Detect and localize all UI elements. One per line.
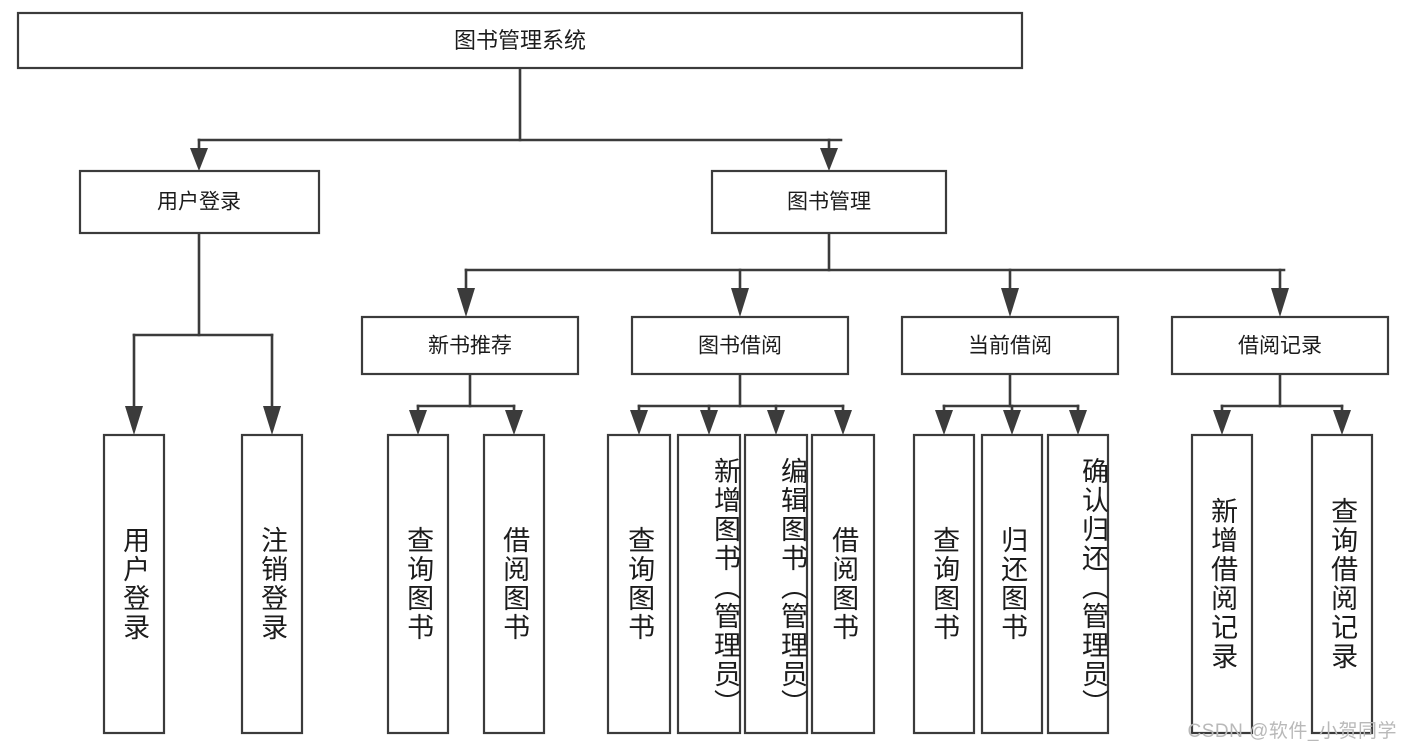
arrowhead-to-book-mgmt — [820, 148, 838, 171]
arrowhead-to-leaf-edit-book — [767, 410, 785, 435]
arrowhead-to-leaf-borrow-book-a — [505, 410, 523, 435]
arrowhead-to-leaf-query-record — [1333, 410, 1351, 435]
leaf-box-query-book-c[interactable] — [912, 433, 976, 735]
node-root-label: 图书管理系统 — [454, 28, 586, 53]
arrowhead-to-leaf-query-book-b — [630, 410, 648, 435]
node-user-login-box[interactable] — [78, 169, 321, 235]
leaf-box-borrow-book-b[interactable] — [810, 433, 876, 735]
arrowhead-to-leaf-return-book — [1003, 410, 1021, 435]
leaf-box-confirm-return[interactable] — [1046, 433, 1110, 735]
node-book-borrow-box[interactable] — [630, 315, 850, 376]
arrowhead-to-book-borrow — [731, 288, 749, 317]
node-current-borrow-label: 当前借阅 — [968, 335, 1052, 358]
node-current-borrow[interactable]: 当前借阅 — [900, 315, 1120, 376]
leaf-box-return-book[interactable] — [980, 433, 1044, 735]
connector-group-user-login — [125, 231, 281, 435]
node-book-management-box[interactable] — [710, 169, 948, 235]
node-root[interactable]: 图书管理系统 — [16, 11, 1024, 70]
arrowhead-to-borrow-record — [1271, 288, 1289, 317]
leaf-box-borrow-book-a[interactable] — [482, 433, 546, 735]
node-user-login[interactable]: 用户登录 — [78, 169, 321, 235]
node-borrow-record[interactable]: 借阅记录 — [1170, 315, 1390, 376]
arrowhead-to-leaf-query-book-a — [409, 410, 427, 435]
node-book-management[interactable]: 图书管理 — [710, 169, 948, 235]
node-new-book-recommend-label: 新书推荐 — [428, 335, 512, 358]
arrowhead-to-leaf-user-login — [125, 406, 143, 435]
leaf-box-query-record[interactable] — [1310, 433, 1374, 735]
arrowhead-to-new-books — [457, 288, 475, 317]
leaf-box-user-login[interactable] — [102, 433, 166, 735]
leaf-box-query-book-a[interactable] — [386, 433, 450, 735]
arrowhead-to-leaf-add-record — [1213, 410, 1231, 435]
connector-group-borrow-record — [1213, 372, 1351, 435]
node-root-box[interactable] — [16, 11, 1024, 70]
node-book-management-label: 图书管理 — [787, 191, 871, 214]
node-new-book-recommend[interactable]: 新书推荐 — [360, 315, 580, 376]
leaf-box-add-record[interactable] — [1190, 433, 1254, 735]
connector-group-book-borrow — [630, 372, 852, 435]
arrowhead-to-current-borrow — [1001, 288, 1019, 317]
connector-group-new-books — [409, 372, 523, 435]
leaf-box-logout[interactable] — [240, 433, 304, 735]
arrowhead-to-leaf-query-book-c — [935, 410, 953, 435]
leaf-box-edit-book[interactable] — [743, 433, 809, 735]
arrowhead-to-leaf-borrow-book-b — [834, 410, 852, 435]
node-borrow-record-label: 借阅记录 — [1238, 335, 1322, 358]
node-borrow-record-box[interactable] — [1170, 315, 1390, 376]
node-book-borrow[interactable]: 图书借阅 — [630, 315, 850, 376]
leaf-box-query-book-b[interactable] — [606, 433, 672, 735]
arrowhead-to-leaf-add-book — [700, 410, 718, 435]
arrowhead-to-leaf-confirm-return — [1069, 410, 1087, 435]
node-user-login-label: 用户登录 — [157, 191, 241, 214]
connector-group-root — [190, 66, 843, 171]
node-book-borrow-label: 图书借阅 — [698, 335, 782, 358]
arrowhead-to-leaf-logout — [263, 406, 281, 435]
connector-group-current-borrow — [935, 372, 1087, 435]
arrowhead-to-user-login — [190, 148, 208, 171]
csdn-watermark: CSDN @软件_小贺同学 — [1187, 721, 1397, 742]
connector-group-book-mgmt — [457, 231, 1289, 317]
node-new-book-recommend-box[interactable] — [360, 315, 580, 376]
leaf-box-add-book[interactable] — [676, 433, 742, 735]
node-current-borrow-box[interactable] — [900, 315, 1120, 376]
